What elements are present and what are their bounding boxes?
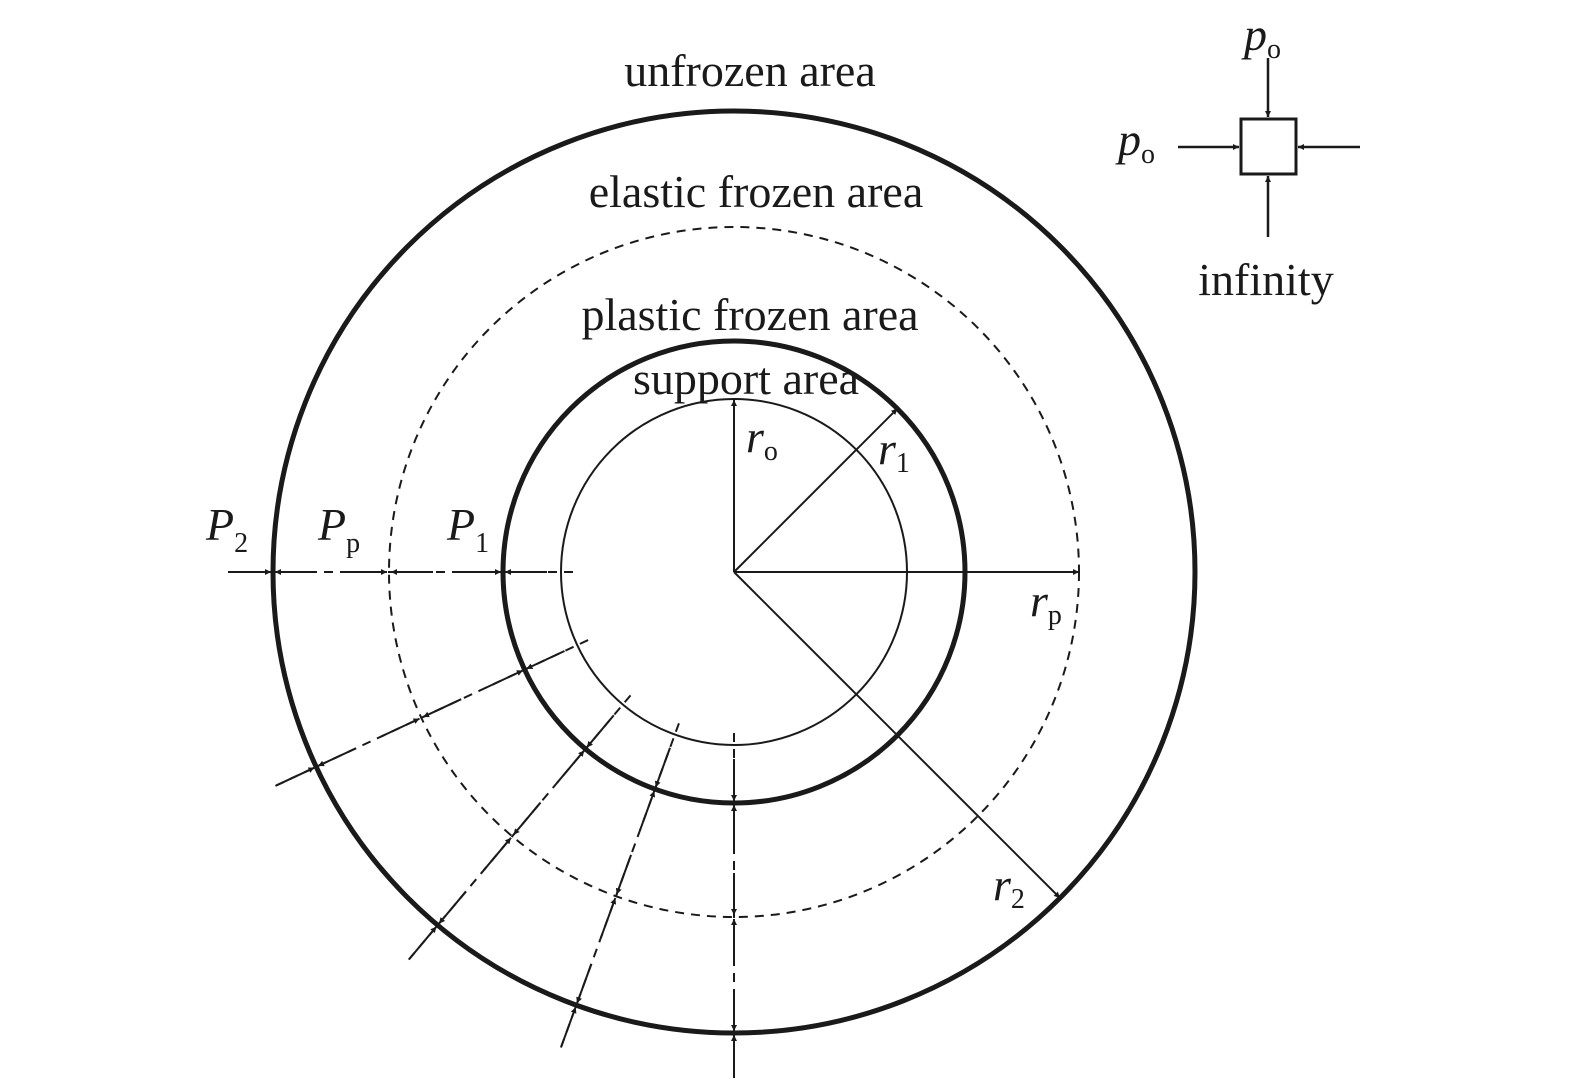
pressure-arrow (484, 669, 524, 690)
infinity-label: infinity (1198, 254, 1333, 305)
pressure-arrow (483, 837, 512, 871)
r-p-label: rp (1030, 575, 1062, 631)
pressure-arrow (576, 963, 593, 1004)
pressure-arrow (600, 897, 617, 938)
pressure-arrow (639, 790, 656, 831)
elastic-frozen-area-label: elastic frozen area (589, 166, 924, 217)
pressure-arrow (615, 854, 632, 895)
p-o-left-label: po (1115, 114, 1155, 170)
stress-element-square (1239, 117, 1298, 176)
pressure-arrows (228, 569, 737, 1078)
pressure-arrow (512, 801, 542, 836)
p-o-top-label: po (1241, 9, 1281, 65)
r-2-label: r2 (993, 859, 1025, 915)
pressure-arrow (422, 698, 462, 718)
pressure-arrow (408, 926, 438, 960)
pressure-arrow (654, 747, 671, 788)
p-1-label: P1 (446, 499, 489, 559)
plastic-frozen-area-label: plastic frozen area (581, 289, 918, 340)
p-2-label: P2 (205, 499, 248, 559)
pressure-arrow (586, 714, 615, 749)
r-2-radius-line (733, 571, 1061, 899)
pressure-arrow (560, 1006, 577, 1047)
pressure-arrow (438, 890, 467, 925)
radius-lines (731, 400, 1079, 899)
outer-boundary-circle (270, 108, 1198, 1036)
support-area-label: support area (633, 353, 859, 404)
pressure-arrow (381, 717, 420, 738)
p-p-label: Pp (317, 499, 360, 559)
pressure-arrow (556, 749, 585, 784)
r-1-label: r1 (878, 423, 910, 479)
r-1-radius-line (733, 407, 899, 573)
pressure-arrow (526, 650, 565, 670)
r-o-label: ro (746, 411, 778, 467)
unfrozen-area-label: unfrozen area (624, 45, 876, 96)
far-field-stress-element: po po infinity (1115, 9, 1360, 305)
pressure-arrow (275, 766, 315, 787)
pressure-arrow (317, 747, 357, 767)
